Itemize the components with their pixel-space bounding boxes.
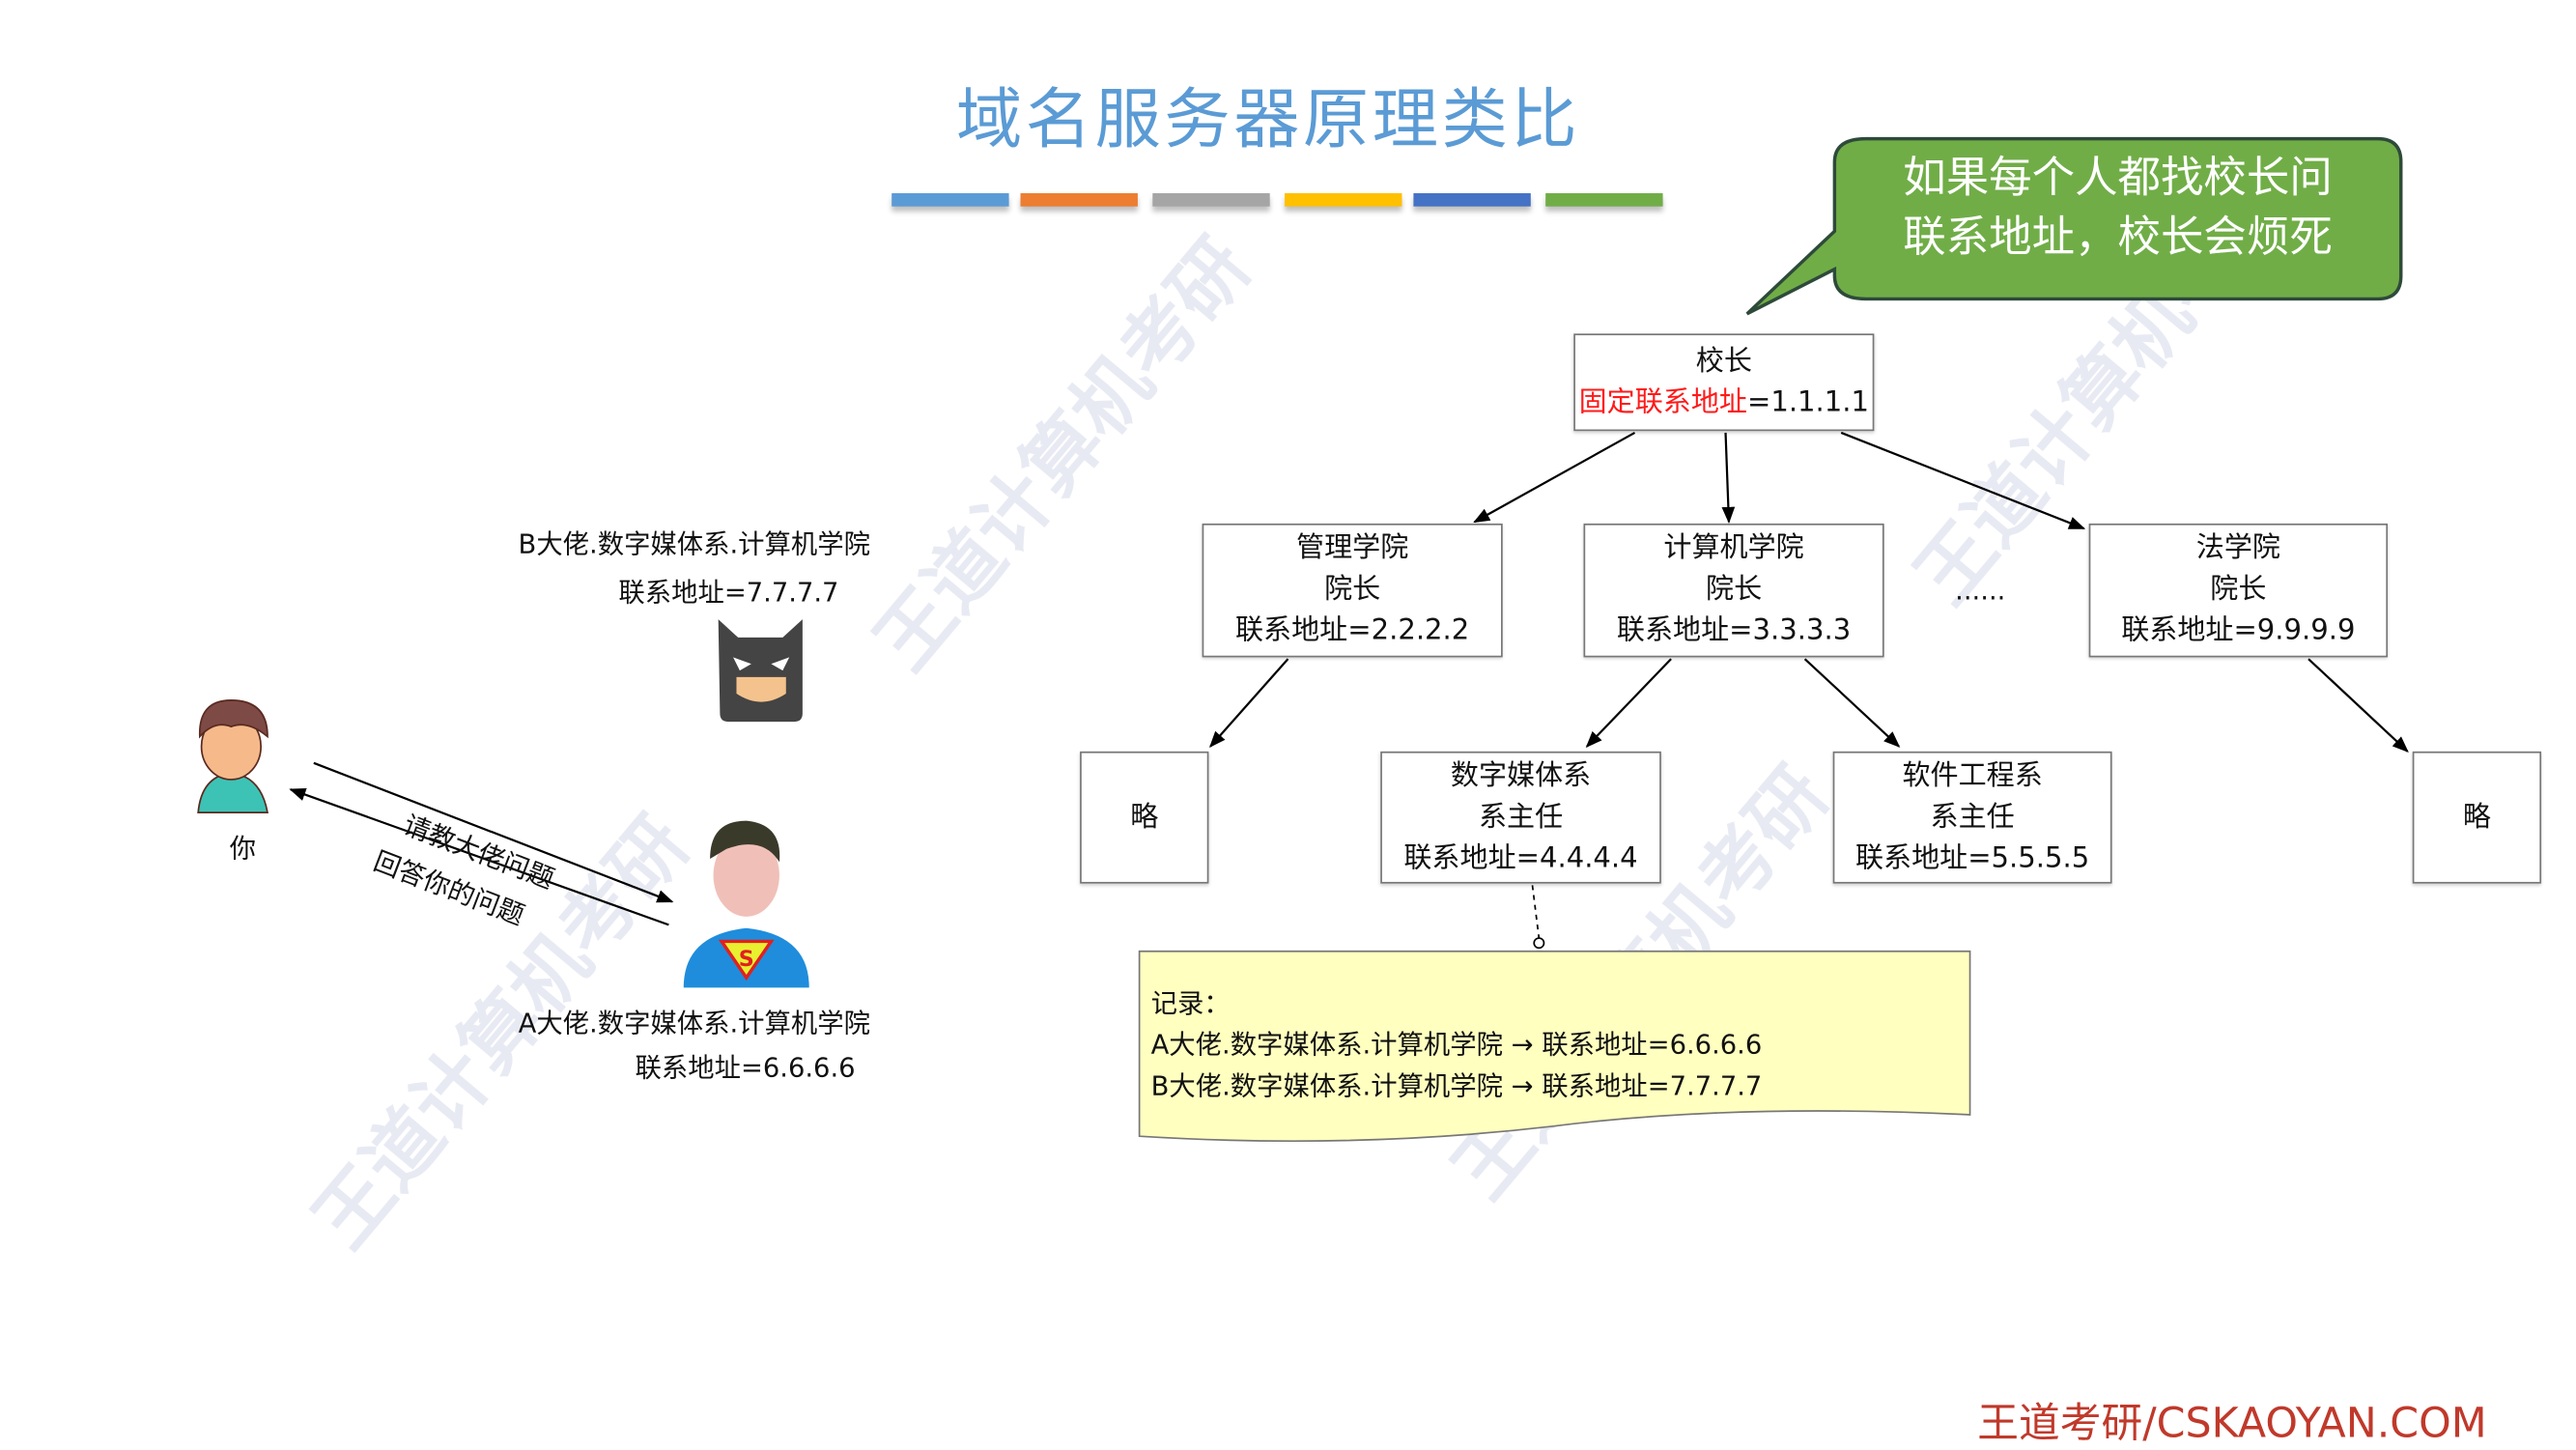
node-title: 法学院 — [2195, 531, 2280, 565]
node-role: 院长 — [1324, 573, 1381, 607]
arrow — [1473, 431, 1636, 524]
node-address: 联系地址=9.9.9.9 — [2121, 613, 2356, 648]
note-anchor — [1533, 937, 1545, 950]
arrow — [1209, 658, 1289, 749]
arrow — [1721, 432, 1736, 524]
node-omitted: 略 — [1080, 751, 1209, 884]
b-name: B大佬.数字媒体系.计算机学院 — [518, 528, 870, 560]
ellipsis: ...... — [1955, 574, 2006, 607]
color-bar — [892, 193, 1009, 207]
color-bar — [1020, 193, 1138, 207]
address-value: =1.1.1.1 — [1746, 385, 1870, 419]
ask-arrow — [313, 761, 674, 903]
node-address: 联系地址=5.5.5.5 — [1854, 841, 2090, 875]
node-omitted: 略 — [2412, 751, 2542, 884]
arrow — [1840, 431, 2086, 530]
answer-arrow — [289, 787, 669, 926]
node-address: 联系地址=2.2.2.2 — [1234, 613, 1470, 648]
color-bar — [1545, 193, 1663, 207]
fixed-address-label: 固定联系地址 — [1578, 385, 1747, 419]
arrow — [1585, 658, 1672, 748]
node-title: 校长 — [1695, 344, 1752, 378]
node-dept-software: 软件工程系 系主任 联系地址=5.5.5.5 — [1832, 751, 2112, 884]
arrow — [1803, 658, 1901, 748]
you-label: 你 — [229, 832, 257, 865]
note-link — [1531, 885, 1541, 939]
node-college-law: 法学院 院长 联系地址=9.9.9.9 — [2088, 523, 2389, 658]
footer-brand: 王道考研/CSKAOYAN.COM — [1977, 1399, 2487, 1447]
node-college-management: 管理学院 院长 联系地址=2.2.2.2 — [1202, 523, 1503, 658]
record-note: 记录： A大佬.数字媒体系.计算机学院 → 联系地址=6.6.6.6 B大佬.数… — [1151, 982, 1763, 1106]
superman-avatar-icon: S — [683, 820, 809, 988]
node-role: 系主任 — [1478, 800, 1564, 834]
node-role: 系主任 — [1930, 800, 2015, 834]
svg-text:S: S — [739, 947, 754, 972]
note-shape — [1138, 950, 1971, 1143]
note-line: B大佬.数字媒体系.计算机学院 → 联系地址=7.7.7.7 — [1150, 1069, 1763, 1102]
node-title: 数字媒体系 — [1450, 758, 1592, 792]
callout-line: 如果每个人都找校长问 — [1903, 153, 2333, 204]
color-bar — [1152, 193, 1270, 207]
node-principal: 校长 固定联系地址=1.1.1.1 — [1573, 333, 1875, 432]
a-name: A大佬.数字媒体系.计算机学院 — [518, 1007, 870, 1039]
color-bar — [1285, 193, 1402, 207]
arrow — [2307, 658, 2409, 753]
node-dept-digital-media: 数字媒体系 系主任 联系地址=4.4.4.4 — [1380, 751, 1661, 884]
b-address: 联系地址=7.7.7.7 — [618, 576, 839, 609]
note-title: 记录： — [1150, 987, 1231, 1019]
color-bar — [1413, 193, 1531, 207]
a-address: 联系地址=6.6.6.6 — [635, 1052, 856, 1084]
page-title: 域名服务器原理类比 — [955, 82, 1581, 159]
note-line: A大佬.数字媒体系.计算机学院 → 联系地址=6.6.6.6 — [1150, 1029, 1763, 1061]
node-title: 计算机学院 — [1663, 531, 1804, 565]
node-title: 略 — [1130, 800, 1159, 834]
node-address: 联系地址=4.4.4.4 — [1403, 841, 1638, 875]
node-role: 院长 — [1706, 573, 1763, 607]
node-role: 院长 — [2210, 573, 2267, 607]
callout-line: 联系地址，校长会烦死 — [1903, 213, 2333, 263]
you-avatar-icon — [197, 699, 269, 813]
node-title: 管理学院 — [1296, 531, 1409, 565]
node-title: 软件工程系 — [1902, 758, 2043, 792]
node-address: 联系地址=3.3.3.3 — [1616, 613, 1852, 648]
node-title: 略 — [2462, 800, 2491, 834]
callout-text: 如果每个人都找校长问 联系地址，校长会烦死 — [1834, 149, 2400, 268]
node-college-cs: 计算机学院 院长 联系地址=3.3.3.3 — [1583, 523, 1884, 658]
batman-avatar-icon — [718, 619, 803, 723]
callout-bubble — [1745, 136, 2403, 316]
